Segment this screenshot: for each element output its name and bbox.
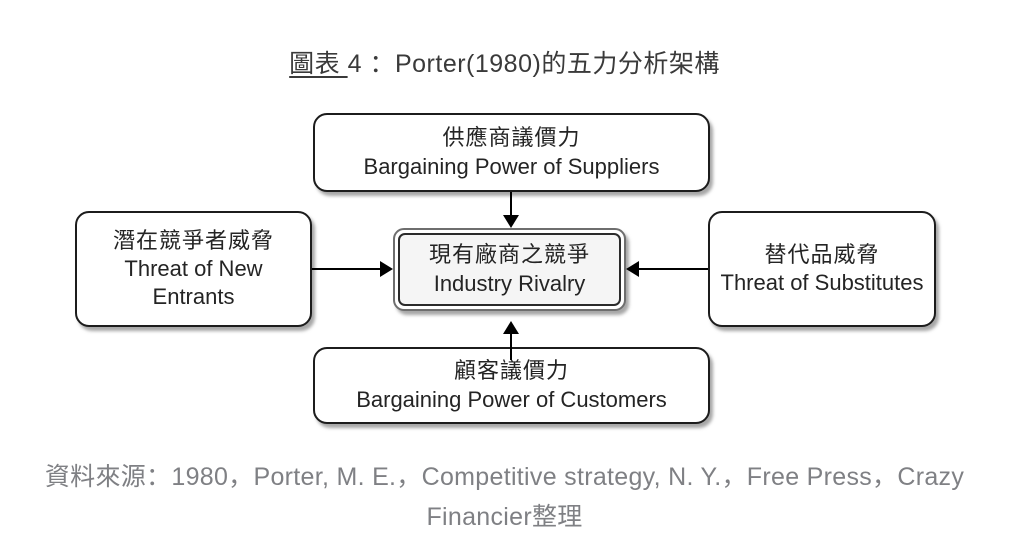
figure-title: 圖表 4 ：Porter(1980)的五力分析架構 — [0, 44, 1009, 80]
source-citation: 資料來源：1980，Porter, M. E.，Competitive stra… — [44, 463, 965, 531]
arrow-up-icon — [503, 321, 519, 334]
rivalry-label-zh: 現有廠商之競爭 — [428, 242, 590, 268]
new-entrants-label-en: Threat of New Entrants — [124, 255, 263, 310]
arrow-shaft — [312, 268, 382, 270]
arrow-shaft — [510, 334, 512, 360]
box-bargaining-power-of-suppliers: 供應商議價力 Bargaining Power of Suppliers — [313, 113, 710, 192]
rivalry-label-en: Industry Rivalry — [433, 270, 586, 296]
box-industry-rivalry: 現有廠商之競爭 Industry Rivalry — [393, 228, 626, 311]
box-threat-of-substitutes: 替代品威脅 Threat of Substitutes — [708, 211, 936, 327]
box-threat-of-new-entrants: 潛在競爭者威脅 Threat of New Entrants — [75, 211, 312, 327]
figure-title-label: 圖表 — [289, 50, 348, 78]
arrow-shaft — [510, 192, 512, 218]
customers-label-zh: 顧客議價力 — [453, 358, 569, 384]
arrow-shaft — [638, 268, 708, 270]
suppliers-label-zh: 供應商議價力 — [442, 125, 581, 151]
figure-title-text: 4 ：Porter(1980)的五力分析架構 — [347, 50, 720, 78]
arrow-down-icon — [503, 215, 519, 228]
new-entrants-label-zh: 潛在競爭者威脅 — [112, 227, 274, 253]
box-industry-rivalry-inner: 現有廠商之競爭 Industry Rivalry — [398, 233, 621, 306]
arrow-left-icon — [626, 261, 639, 277]
substitutes-label-en: Threat of Substitutes — [720, 270, 924, 295]
arrow-right-icon — [380, 261, 393, 277]
customers-label-en: Bargaining Power of Customers — [356, 386, 667, 412]
suppliers-label-en: Bargaining Power of Suppliers — [363, 153, 660, 179]
substitutes-label-zh: 替代品威脅 — [764, 241, 880, 267]
